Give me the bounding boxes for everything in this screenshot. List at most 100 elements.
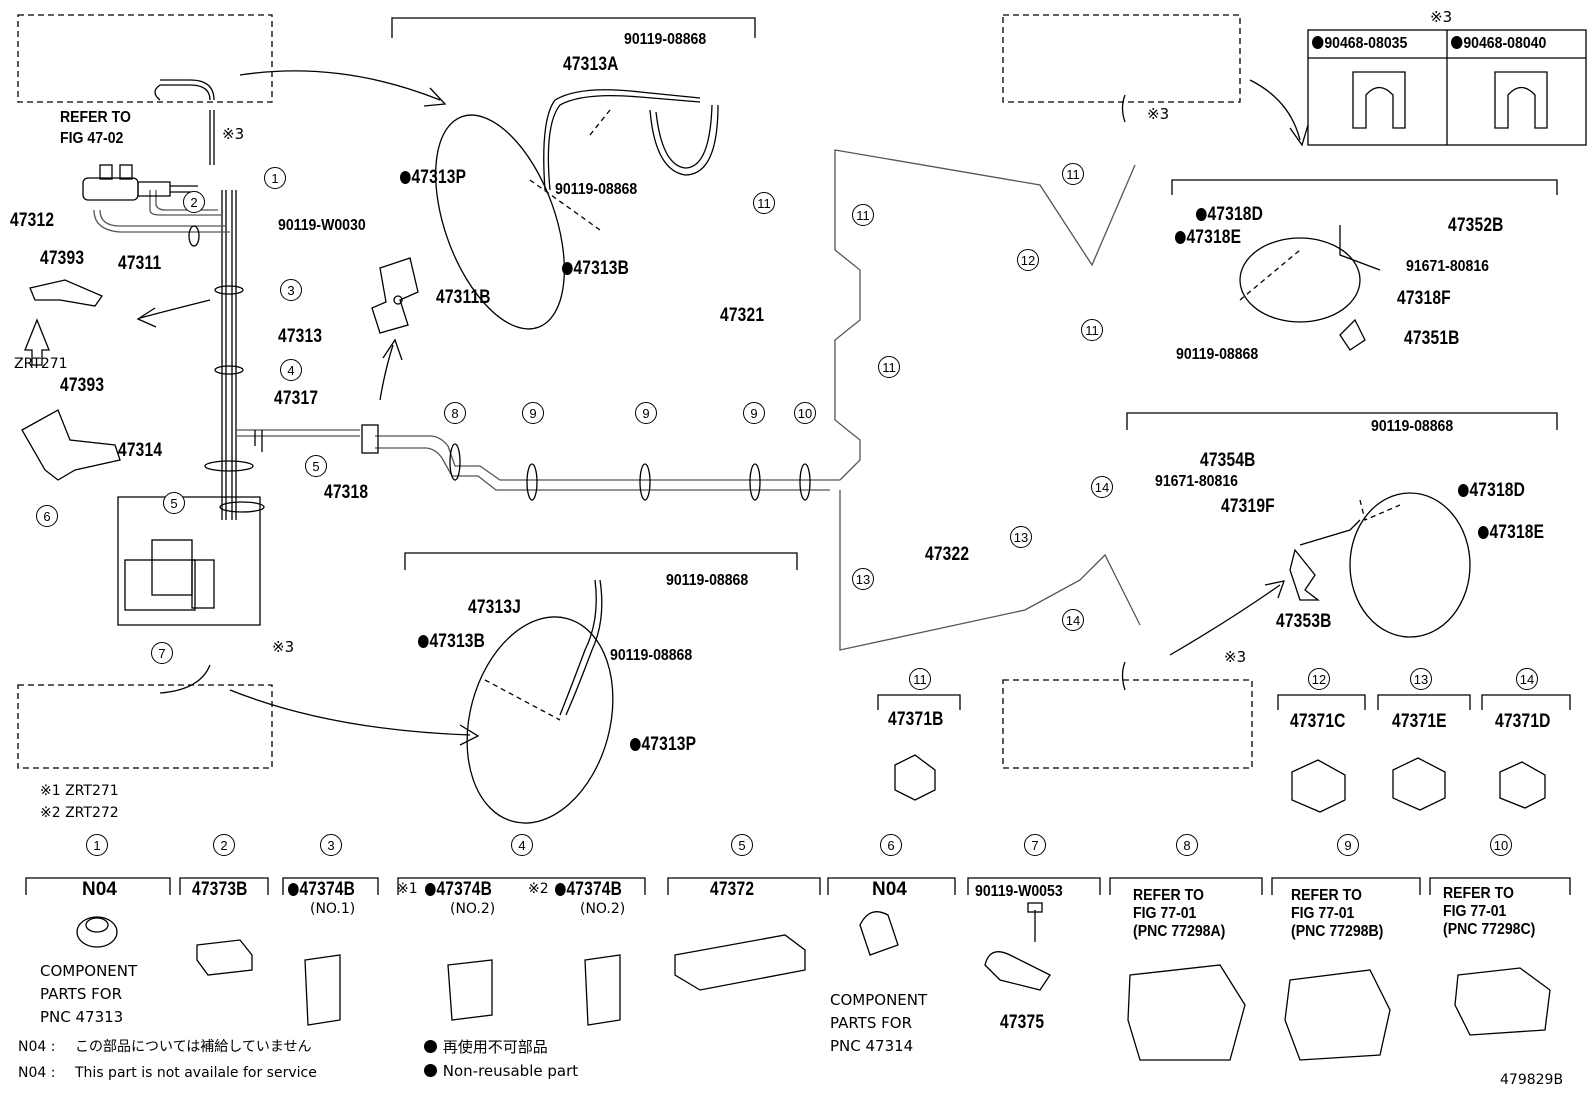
callout-14a: 14 (1091, 476, 1113, 498)
nonreusable-dot-icon (1451, 36, 1463, 49)
part-90468-08040: 90468-08040 (1451, 36, 1546, 52)
callout-14-legend: 14 (1516, 668, 1538, 690)
vehicle-outline-top-right (1002, 14, 1241, 103)
callout-11-legend: 11 (909, 668, 931, 690)
callout-13a: 13 (1010, 526, 1032, 548)
nonreuse-jp-text: 再使用不可部品 (442, 1038, 548, 1056)
n04-b-label: N04 (872, 879, 907, 900)
part-47375: 47375 (1000, 1012, 1045, 1033)
mark1-label: ※1 (397, 881, 418, 897)
callout-4-legend: 4 (511, 834, 533, 856)
callout-11a: 11 (753, 192, 775, 214)
vehicle-outline-top-left (17, 14, 273, 103)
part-47318f: 47318F (1397, 288, 1451, 309)
callout-11c: 11 (878, 356, 900, 378)
callout-10-legend: 10 (1490, 834, 1512, 856)
callout-11e: 11 (1081, 319, 1103, 341)
part-90119-08868-b: 90119-08868 (555, 181, 638, 198)
callout-13-legend: 13 (1410, 668, 1432, 690)
part-47353b: 47353B (1276, 611, 1332, 632)
nonreusable-dot-icon (1175, 231, 1186, 244)
part-47312: 47312 (10, 210, 55, 231)
component-b-line2: PARTS FOR (830, 1014, 912, 1032)
no2b-label: (NO.2) (580, 901, 626, 917)
nonreusable-dot-icon (1196, 208, 1207, 221)
part-47372: 47372 (710, 879, 755, 900)
n04-en-text: This part is not availale for service (75, 1065, 317, 1081)
callout-11d: 11 (1062, 163, 1084, 185)
part-47371b: 47371B (888, 709, 944, 730)
part-47374b-no1: 47374B (288, 880, 355, 899)
refer8-line3: (PNC 77298A) (1133, 923, 1226, 940)
callout-10: 10 (794, 402, 816, 424)
nonreuse-en: Non-reusable part (424, 1064, 578, 1079)
part-47313b-b-text: 47313B (429, 631, 486, 652)
refer9-line1: REFER TO (1291, 887, 1362, 904)
callout-5-legend: 5 (731, 834, 753, 856)
part-47313p-b-text: 47313P (641, 734, 697, 755)
refer-to-label: REFER TO (60, 109, 131, 126)
part-47374b-no2b: 47374B (555, 880, 622, 899)
component-a-line2: PARTS FOR (40, 985, 122, 1003)
part-47313p-b: 47313P (630, 735, 696, 754)
part-90468-08035-text: 90468-08035 (1324, 35, 1408, 52)
nonreuse-en-text: Non-reusable part (442, 1062, 579, 1080)
part-47317: 47317 (274, 388, 319, 409)
part-47371d: 47371D (1495, 711, 1551, 732)
part-47318d-b-text: 47318D (1469, 480, 1526, 501)
mark3-table-header: ※3 (1430, 8, 1453, 26)
part-47313b-b: 47313B (418, 632, 485, 651)
part-47318d-b: 47318D (1458, 481, 1525, 500)
fig-47-02-label: FIG 47-02 (60, 130, 124, 147)
n04-jp-text: この部品については補給していません (75, 1039, 312, 1055)
part-90468-08040-text: 90468-08040 (1463, 35, 1547, 52)
part-90119-w0053: 90119-W0053 (975, 883, 1063, 900)
part-47352b: 47352B (1448, 215, 1504, 236)
callout-3-legend: 3 (320, 834, 342, 856)
part-47318e-b-text: 47318E (1489, 522, 1545, 543)
nonreusable-dot-icon (425, 883, 436, 896)
vehicle-outline-bottom-right (1002, 679, 1253, 769)
part-47373b: 47373B (192, 879, 248, 900)
callout-1: 1 (264, 167, 286, 189)
refer10-line1: REFER TO (1443, 885, 1514, 902)
refer8-line2: FIG 77-01 (1133, 905, 1197, 922)
part-47313p-a: 47313P (400, 168, 466, 187)
callout-12: 12 (1017, 249, 1039, 271)
part-47321: 47321 (720, 305, 765, 326)
nonreusable-dot-icon (418, 635, 429, 648)
diagram-id: 479829B (1500, 1072, 1564, 1088)
component-a-line1: COMPONENT (40, 962, 138, 980)
mark3-label-bottom-right: ※3 (1224, 648, 1247, 666)
n04-jp-code: N04 : (18, 1039, 56, 1055)
callout-14b: 14 (1062, 609, 1084, 631)
part-91671-80816-b: 91671-80816 (1155, 473, 1238, 490)
part-47318: 47318 (324, 482, 369, 503)
part-90119-08868-f: 90119-08868 (1371, 418, 1454, 435)
n04-a-label: N04 (82, 879, 117, 900)
part-47371c: 47371C (1290, 711, 1346, 732)
nonreusable-dot-icon (288, 883, 299, 896)
note-zrt271: ※1 ZRT271 (40, 783, 119, 799)
mark3-label-top-right: ※3 (1147, 105, 1170, 123)
part-47351b: 47351B (1404, 328, 1460, 349)
part-47313b-a-text: 47313B (573, 258, 630, 279)
part-47393-a: 47393 (40, 248, 85, 269)
callout-4: 4 (280, 359, 302, 381)
part-47354b: 47354B (1200, 450, 1256, 471)
callout-6-legend: 6 (880, 834, 902, 856)
nonreusable-dot-icon (424, 1040, 437, 1053)
part-90119-08868-e: 90119-08868 (1176, 346, 1259, 363)
callout-8: 8 (444, 402, 466, 424)
part-47313a: 47313A (563, 54, 619, 75)
part-90119-08868-a: 90119-08868 (624, 31, 707, 48)
refer8-line1: REFER TO (1133, 887, 1204, 904)
callout-5: 5 (305, 455, 327, 477)
callout-9a: 9 (522, 402, 544, 424)
nonreusable-dot-icon (1478, 526, 1489, 539)
callout-9-legend: 9 (1337, 834, 1359, 856)
part-47311: 47311 (118, 253, 162, 274)
part-47314: 47314 (118, 440, 163, 461)
